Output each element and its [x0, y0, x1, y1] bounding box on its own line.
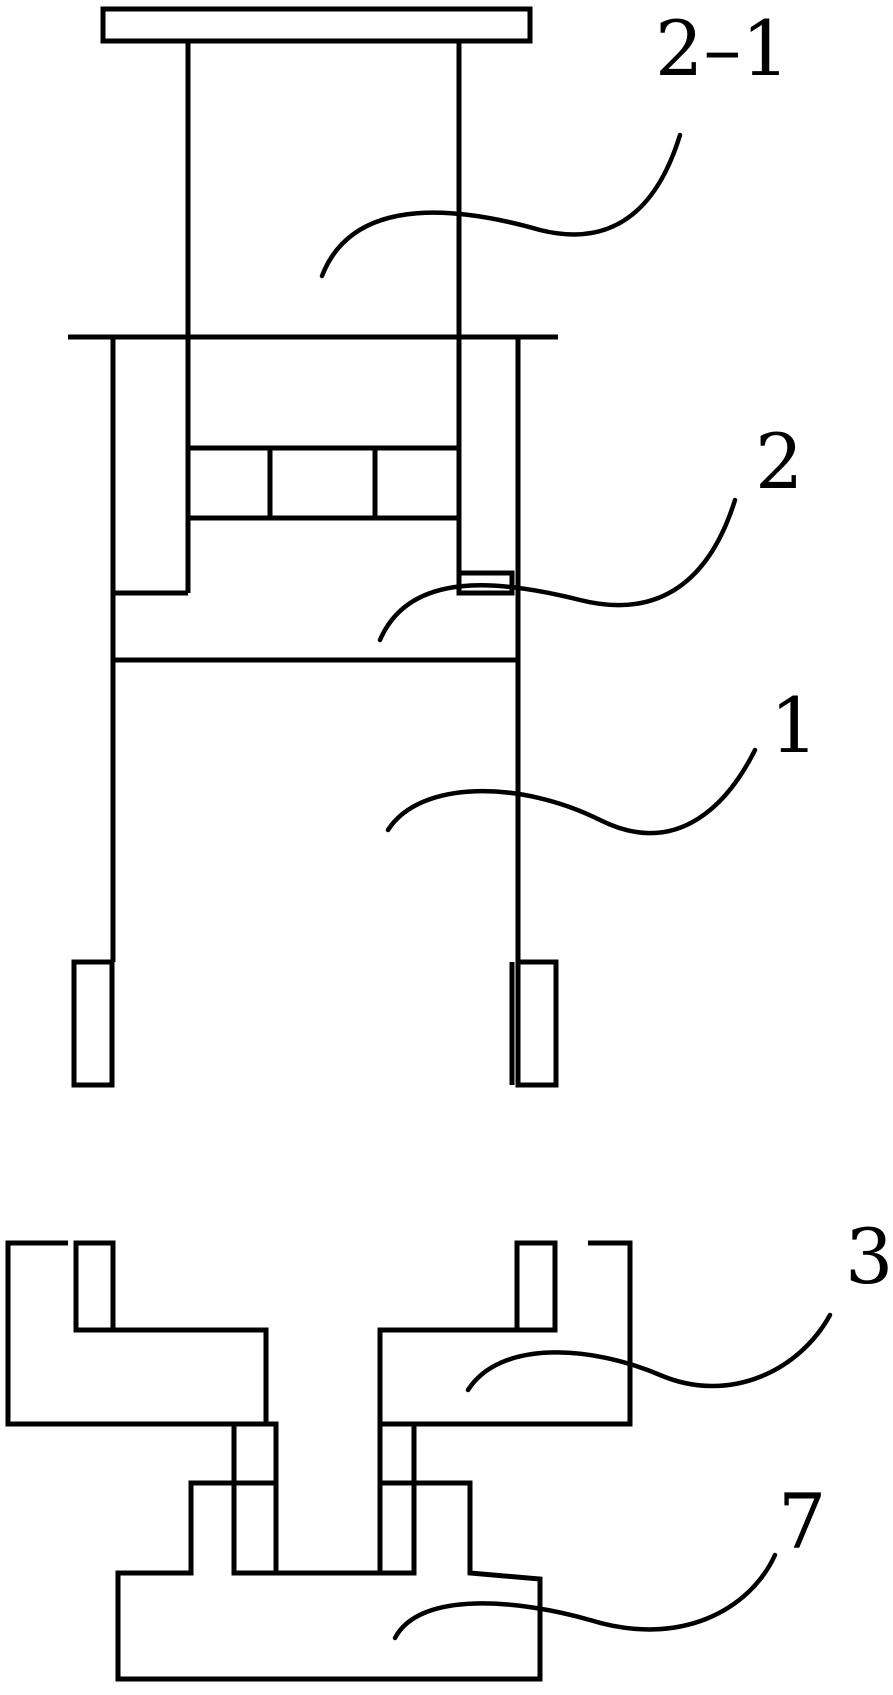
- leader-1: [385, 747, 758, 836]
- label-part-2: 2: [755, 417, 803, 506]
- housing-feet: [71, 959, 559, 1088]
- leader-3: [465, 1312, 833, 1393]
- leader-7: [392, 1552, 778, 1641]
- piston-block: [185, 445, 462, 521]
- label-part-1: 1: [770, 681, 818, 770]
- leader-lines: [319, 132, 833, 1641]
- label-part-7: 7: [778, 1477, 826, 1566]
- leader-2: [377, 497, 738, 643]
- top-plate: [100, 6, 533, 44]
- part-3-body: [5, 1240, 633, 1427]
- label-part-2-1: 2–1: [655, 4, 790, 93]
- leader-2-1: [319, 132, 683, 279]
- plunger-rods: [185, 41, 462, 593]
- label-part-3: 3: [845, 1212, 893, 1301]
- outer-housing: [110, 337, 521, 962]
- part-7-base: [115, 1421, 543, 1682]
- inner-steps: [113, 570, 515, 596]
